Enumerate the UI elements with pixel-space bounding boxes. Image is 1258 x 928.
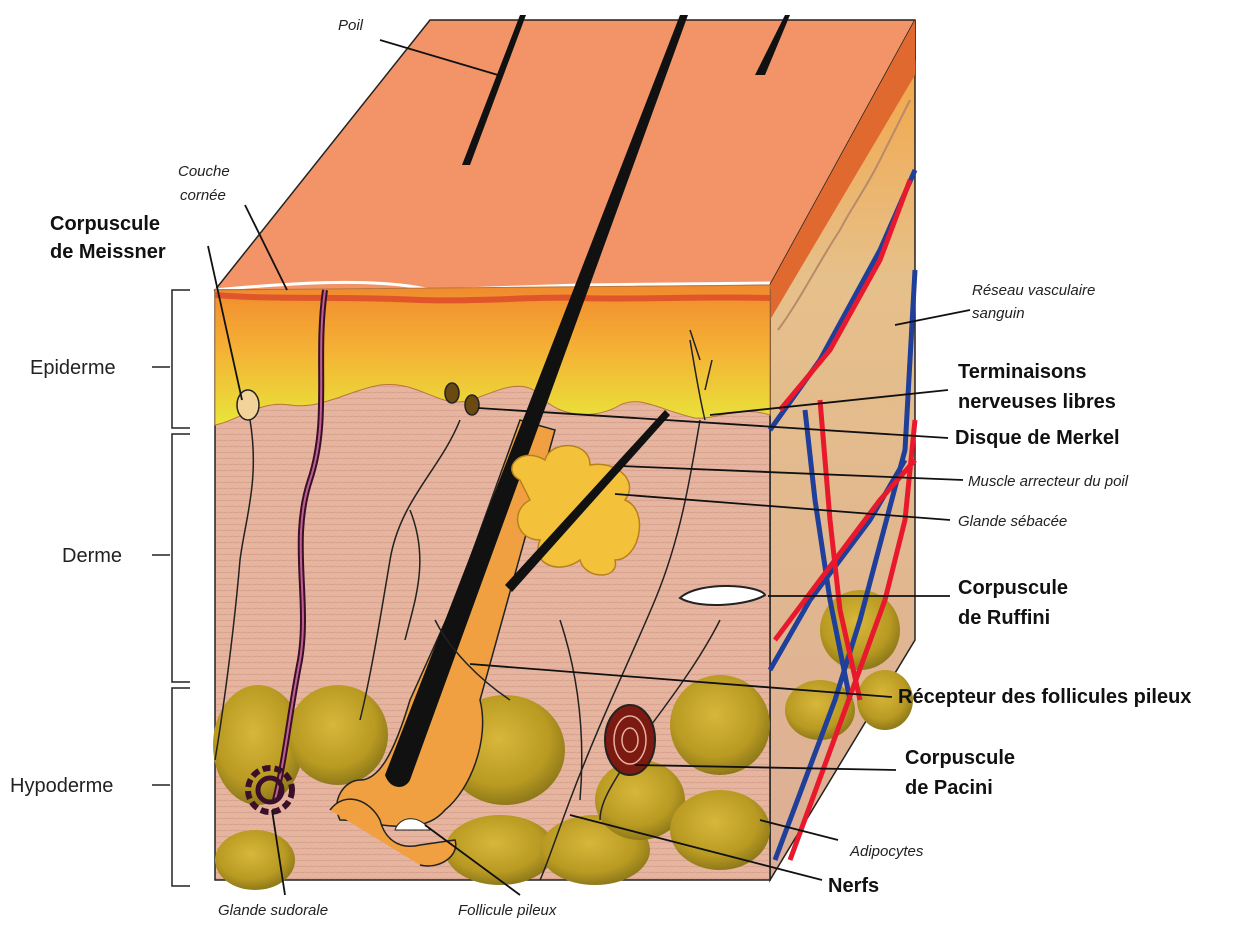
label-reseau-1: Réseau vasculaire [972,282,1095,299]
label-ruffini-1: Corpuscule [958,577,1068,599]
label-glande-sebacee: Glande sébacée [958,513,1067,530]
label-follicule: Follicule pileux [458,902,557,919]
label-poil: Poil [338,17,364,34]
label-ruffini-2: de Ruffini [958,607,1050,629]
label-epiderme: Epiderme [30,357,116,379]
label-muscle: Muscle arrecteur du poil [968,473,1129,490]
label-pacini-1: Corpuscule [905,747,1015,769]
label-couche-cornee-2: cornée [180,187,226,204]
label-couche-cornee-1: Couche [178,163,230,180]
label-pacini-2: de Pacini [905,777,993,799]
label-nerfs: Nerfs [828,875,879,897]
layer-brackets [152,290,190,886]
label-adipocytes: Adipocytes [849,843,924,860]
label-hypoderme: Hypoderme [10,775,113,797]
label-meissner-1: Corpuscule [50,213,160,235]
label-terminaisons-1: Terminaisons [958,361,1087,383]
label-terminaisons-2: nerveuses libres [958,391,1116,413]
label-reseau-2: sanguin [972,305,1025,322]
label-merkel: Disque de Merkel [955,427,1120,449]
label-glande-sudorale: Glande sudorale [218,902,328,919]
label-meissner-2: de Meissner [50,241,166,263]
label-derme: Derme [62,545,122,567]
label-recepteur: Récepteur des follicules pileux [898,686,1191,708]
